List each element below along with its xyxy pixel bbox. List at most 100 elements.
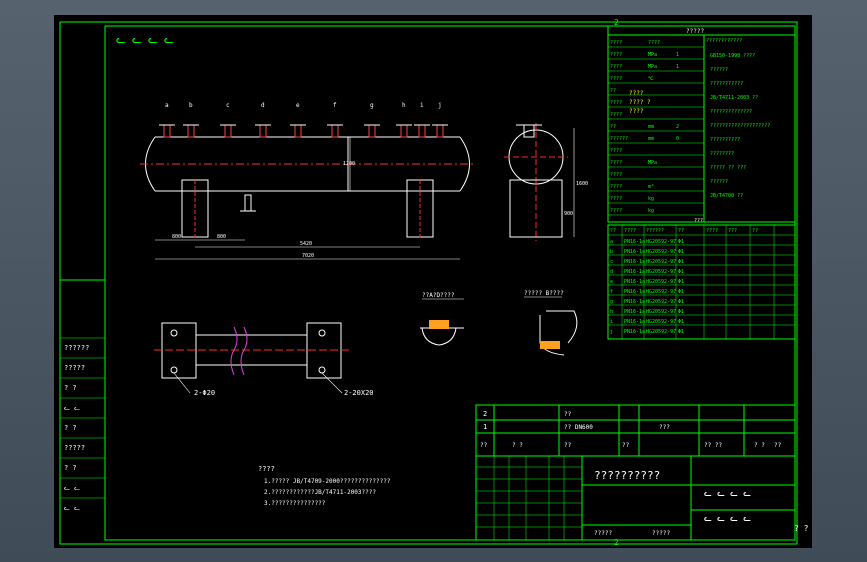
- tech-row-unit: ℃: [648, 76, 654, 82]
- tech-row-value: 1: [676, 52, 679, 58]
- tech-row-label: ????: [610, 112, 622, 118]
- leader-right: [321, 372, 343, 394]
- nozzle-table-cell: h: [610, 309, 613, 315]
- title-block-grid: [476, 456, 582, 540]
- nozzle-table-header: ??: [678, 228, 684, 234]
- nozzle-table-cell: PN16-1a: [624, 319, 645, 325]
- nozzle-table-cell: i: [610, 319, 613, 325]
- nozzle-table-header: ???: [728, 228, 737, 234]
- detail-a-shape: [420, 327, 464, 346]
- tech-note-line: GB150-1998 ????: [710, 53, 755, 59]
- nozzle-table-cell: PN16-1a: [624, 269, 645, 275]
- leader-left: [173, 372, 191, 394]
- roughness-symbols: ᓚ ᓚ ᓚ ᓚ: [116, 33, 173, 46]
- nozzle-table-cell: c: [610, 259, 613, 265]
- detail-a-weld: [429, 320, 449, 329]
- bolt-hole-2: [170, 366, 178, 374]
- nozzle-table-cell: Φ1: [678, 329, 684, 335]
- nozzle-label-a: a: [165, 102, 169, 109]
- nozzle-table-cell: HG20592-97: [646, 249, 676, 255]
- nozzle-table-cell: Φ1: [678, 299, 684, 305]
- left-strip-cell: ? ?: [64, 424, 77, 432]
- tech-highlight-text: ????: [629, 90, 644, 97]
- note-line-3: 3.???????????????: [264, 500, 326, 507]
- nozzle-table-cell: Φ1: [678, 279, 684, 285]
- tech-row-unit: kg: [648, 196, 654, 202]
- bolt-hole-1: [170, 329, 178, 337]
- nozzle-table-cell: f: [610, 289, 613, 295]
- nozzle-table-cell: HG20592-97: [646, 269, 676, 275]
- bolt-label-right: 2-20X20: [344, 389, 374, 397]
- nozzle-table-header: ??: [752, 228, 758, 234]
- corner-note: ? ?: [794, 524, 809, 533]
- tech-note-line: ??????????: [710, 137, 740, 143]
- nozzle-table-cell: PN16-1a: [624, 259, 645, 265]
- nozzle-table-cell: j: [610, 329, 613, 335]
- dim-height: 1200: [343, 161, 355, 167]
- tech-note-line: ????? ?? ???: [710, 165, 746, 171]
- tech-row-value: 2: [676, 124, 679, 130]
- left-strip-cell: ? ?: [64, 384, 77, 392]
- tb-row1-name: ?? DN600: [564, 424, 593, 431]
- nozzles: [159, 124, 448, 138]
- note-line-1: 1.????? JB/T4709-2000??????????????: [264, 478, 391, 485]
- tech-row-unit: MPa: [648, 64, 657, 70]
- dim-overall: 7020: [302, 253, 314, 259]
- nozzle-table-cell: HG20592-97: [646, 319, 676, 325]
- nozzle-table-cell: HG20592-97: [646, 309, 676, 315]
- tech-note-line: JB/T4700 ??: [710, 193, 743, 199]
- note-line-2: 2.????????????JB/T4711-2003????: [264, 489, 376, 496]
- nozzle-b: [187, 124, 195, 138]
- side-dim-total: 1600: [576, 181, 588, 187]
- tech-table-notes: GB150-1998 ?????????????????????JB/T4711…: [710, 53, 770, 199]
- nozzle-e: [294, 124, 302, 138]
- detail-views: ??A?D???? ????? B????: [420, 290, 578, 356]
- dim-left: 800: [172, 234, 181, 240]
- tb-header-cell: ??: [480, 442, 488, 449]
- bolt-hole-3: [318, 329, 326, 337]
- side-dim-leg: 900: [564, 211, 573, 217]
- nozzle-label-h: h: [402, 102, 406, 109]
- tech-table-frame: [607, 25, 796, 223]
- nozzle-table-cell: HG20592-97: [646, 329, 676, 335]
- tech-row-unit: ????: [648, 40, 660, 46]
- left-strip-cell: ᓚ ᓚ: [64, 404, 80, 412]
- nozzle-table-header: ??????: [646, 228, 664, 234]
- nozzle-f: [331, 124, 339, 138]
- tech-row-label: ????: [610, 208, 622, 214]
- detail-a-title: ??A?D????: [422, 292, 455, 299]
- tech-highlight-text: ???? ?: [629, 99, 651, 106]
- tech-header-right: ????????????: [706, 38, 742, 44]
- nozzle-table-cell: PN16-1a: [624, 289, 645, 295]
- tech-row-value: 0: [676, 136, 679, 142]
- nozzle-label-j: j: [438, 102, 442, 109]
- tech-row-unit: mm: [648, 136, 654, 142]
- nozzle-label-e: e: [296, 102, 300, 109]
- nozzle-c: [224, 124, 232, 138]
- tb-row2-no: 2: [483, 410, 487, 418]
- tech-note-line: ????????: [710, 151, 734, 157]
- detail-b-title: ????? B????: [524, 290, 564, 297]
- title-block: 2 ?? 1 ?? DN600 ??? ??? ??????? ??? ??? …: [475, 404, 796, 541]
- nozzle-table-header: ????: [624, 228, 636, 234]
- nozzle-label-c: c: [226, 102, 230, 109]
- tech-row-label: ??????: [610, 136, 628, 142]
- tech-row-value: 1: [676, 64, 679, 70]
- nozzle-table-cell: d: [610, 269, 613, 275]
- vessel-plan-view: 2-Φ20 2-20X20: [154, 322, 374, 397]
- tb-scale-row-2: ᓚ ᓚ ᓚ ᓚ: [704, 514, 751, 524]
- nozzle-d: [259, 124, 267, 138]
- bolt-label-left: 2-Φ20: [194, 389, 215, 397]
- nozzle-table-cell: PN16-1a: [624, 299, 645, 305]
- tech-note-line: JB/T4711-2003 ??: [710, 95, 758, 101]
- tech-row-label: ????: [610, 40, 622, 46]
- tb-row2-name: ??: [564, 411, 572, 418]
- tb-header-cell: ? ?: [754, 442, 765, 449]
- tb-bottom-left: ?????: [594, 530, 612, 537]
- nozzle-j: [436, 124, 444, 138]
- nozzle-table-header: ????: [706, 228, 718, 234]
- tb-header-cell: ??: [774, 442, 782, 449]
